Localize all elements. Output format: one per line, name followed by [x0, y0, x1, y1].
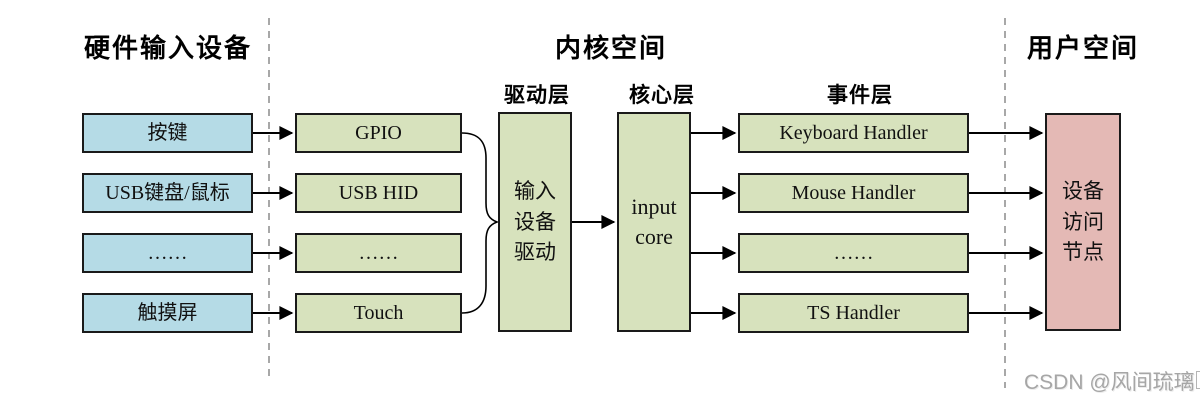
csdn-watermark-text: CSDN @风间琉璃: [1024, 371, 1195, 394]
node-input-device-driver: 输入 设备 驱动: [498, 112, 572, 332]
missing-glyph-box: [1195, 371, 1200, 389]
layer-label-core: 核心层: [629, 83, 695, 107]
node-touchscreen: 触摸屏: [82, 293, 253, 333]
node-hardware-ellipsis: ……: [82, 233, 253, 273]
brace-connector: [461, 132, 500, 314]
layer-label-event: 事件层: [827, 83, 893, 107]
input-core-line: core: [635, 224, 673, 249]
node-device-access-node: 设备 访问 节点: [1045, 113, 1121, 331]
input-core-line: input: [631, 194, 677, 220]
section-title-user: 用户空间: [1026, 34, 1140, 63]
node-input-core: input core: [617, 112, 691, 332]
input-device-driver-line: 驱动: [514, 240, 556, 265]
node-keys: 按键: [82, 113, 253, 153]
layer-label-driver: 驱动层: [504, 83, 570, 107]
node-usb-hid: USB HID: [295, 173, 462, 213]
device-access-node-line: 节点: [1062, 240, 1104, 265]
node-keyboard-handler: Keyboard Handler: [738, 113, 969, 153]
section-title-hardware: 硬件输入设备: [83, 34, 253, 63]
node-ts-handler: TS Handler: [738, 293, 969, 333]
csdn-watermark: CSDN @风间琉璃: [1024, 366, 1200, 396]
node-event-ellipsis: ……: [738, 233, 969, 273]
node-gpio: GPIO: [295, 113, 462, 153]
device-access-node-line: 设备: [1062, 179, 1104, 204]
node-touch: Touch: [295, 293, 462, 333]
node-driver-ellipsis: ……: [295, 233, 462, 273]
node-mouse-handler: Mouse Handler: [738, 173, 969, 213]
device-access-node-line: 访问: [1062, 209, 1104, 234]
input-device-driver-line: 设备: [514, 209, 556, 234]
node-usb-keyboard-mouse: USB键盘/鼠标: [82, 173, 253, 213]
input-device-driver-line: 输入: [514, 179, 556, 204]
section-title-kernel: 内核空间: [554, 34, 668, 63]
